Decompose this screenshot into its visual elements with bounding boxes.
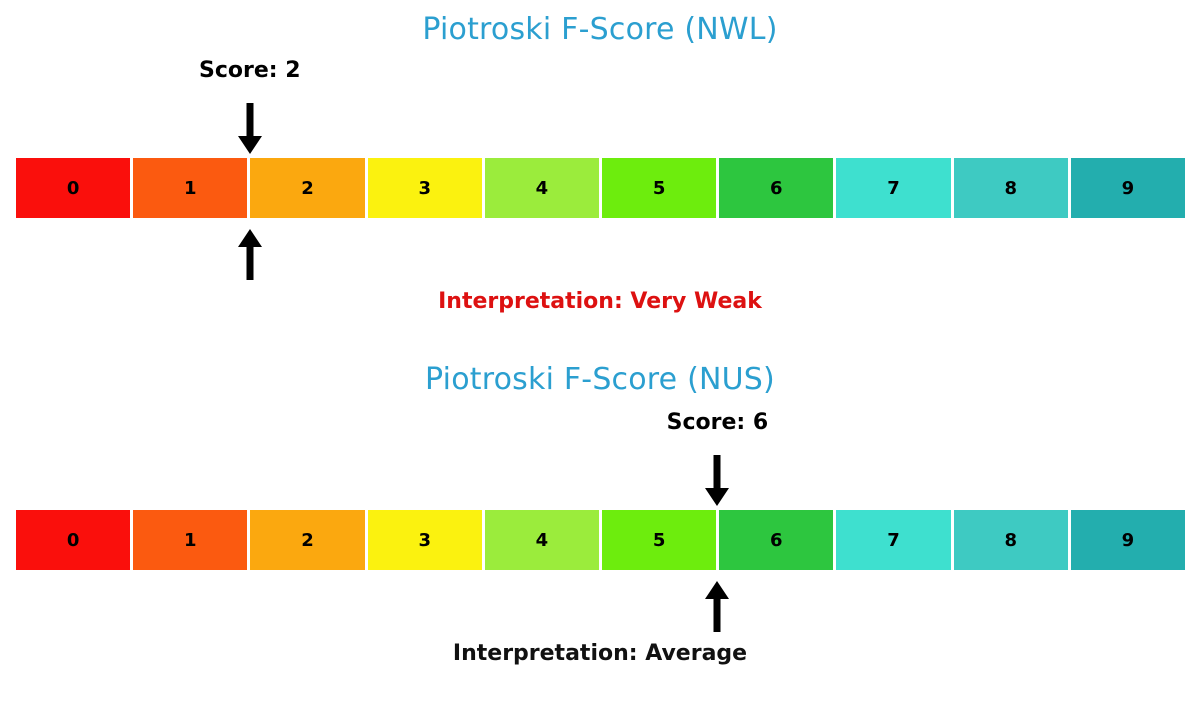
- fscore-gauge-nwl: Piotroski F-Score (NWL) Score: 2 0 1 2 3…: [0, 0, 1200, 340]
- scale-segment-7[interactable]: 7: [836, 158, 951, 218]
- scale-segment-3[interactable]: 3: [367, 158, 482, 218]
- scale-segment-5[interactable]: 5: [602, 510, 717, 570]
- scale-segment-4[interactable]: 4: [484, 510, 600, 570]
- scale-segment-5[interactable]: 5: [602, 158, 717, 218]
- scale-segment-label: 1: [184, 529, 197, 551]
- score-label-nwl: Score: 2: [199, 58, 301, 83]
- score-marker-up-arrow-nwl: [235, 228, 265, 280]
- scale-segment-label: 3: [418, 529, 431, 551]
- scale-segment-label: 6: [770, 529, 783, 551]
- scale-segment-label: 8: [1004, 529, 1017, 551]
- score-marker-up-arrow-nus: [702, 580, 732, 632]
- scale-segment-2[interactable]: 2: [250, 510, 365, 570]
- scale-segment-label: 2: [301, 177, 314, 199]
- score-label-nus: Score: 6: [666, 410, 769, 435]
- scale-segment-label: 6: [770, 177, 783, 199]
- scale-segment-label: 7: [887, 177, 900, 199]
- score-marker-down-arrow-nwl: [235, 103, 265, 155]
- scale-segment-label: 4: [535, 529, 549, 551]
- scale-segment-label: 5: [652, 177, 666, 199]
- scale-segment-4[interactable]: 4: [484, 158, 600, 218]
- scale-segment-label: 9: [1121, 529, 1135, 551]
- interpretation-text-nwl: Interpretation: Very Weak: [438, 289, 762, 314]
- scale-segment-label: 7: [887, 529, 900, 551]
- scale-segment-label: 0: [66, 529, 80, 551]
- fscore-scale-bar-nwl: 0 1 2 3 4 5 6 7 8 9: [16, 158, 1186, 218]
- scale-segment-9[interactable]: 9: [1070, 158, 1186, 218]
- scale-segment-8[interactable]: 8: [953, 510, 1068, 570]
- scale-segment-6[interactable]: 6: [719, 510, 834, 570]
- scale-segment-8[interactable]: 8: [953, 158, 1068, 218]
- scale-segment-label: 0: [66, 177, 80, 199]
- scale-segment-label: 4: [535, 177, 549, 199]
- fscore-scale-bar-nus: 0 1 2 3 4 5 6 7 8 9: [16, 510, 1186, 570]
- fscore-gauge-nus: Piotroski F-Score (NUS) Score: 6 0 1 2 3…: [0, 350, 1200, 702]
- scale-segment-label: 5: [652, 529, 666, 551]
- scale-segment-label: 9: [1121, 177, 1135, 199]
- interpretation-text-nus: Interpretation: Average: [452, 641, 748, 666]
- scale-segment-label: 8: [1004, 177, 1017, 199]
- scale-segment-2[interactable]: 2: [250, 158, 365, 218]
- scale-segment-label: 1: [184, 177, 197, 199]
- score-marker-down-arrow-nus: [702, 455, 732, 507]
- scale-segment-0[interactable]: 0: [16, 510, 131, 570]
- scale-segment-1[interactable]: 1: [133, 158, 248, 218]
- scale-segment-1[interactable]: 1: [133, 510, 248, 570]
- scale-segment-0[interactable]: 0: [16, 158, 131, 218]
- scale-segment-label: 2: [301, 529, 314, 551]
- scale-segment-9[interactable]: 9: [1070, 510, 1186, 570]
- page-title-nus: Piotroski F-Score (NUS): [425, 362, 775, 397]
- scale-segment-6[interactable]: 6: [719, 158, 834, 218]
- page-title-nwl: Piotroski F-Score (NWL): [422, 12, 778, 47]
- scale-segment-7[interactable]: 7: [836, 510, 951, 570]
- scale-segment-label: 3: [418, 177, 431, 199]
- scale-segment-3[interactable]: 3: [367, 510, 482, 570]
